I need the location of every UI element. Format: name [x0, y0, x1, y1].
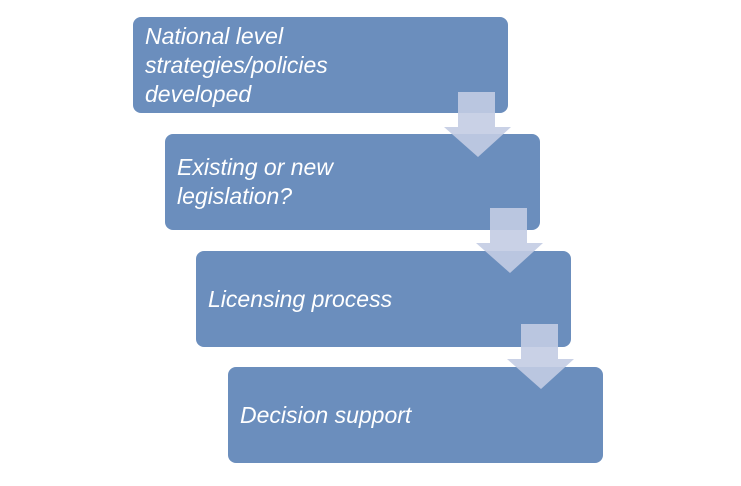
down-arrow-icon — [476, 208, 543, 273]
step-label-1: National level strategies/policies devel… — [145, 22, 328, 107]
step-label-2: Existing or new legislation? — [177, 154, 333, 209]
step-box-2: Existing or new legislation? — [165, 134, 540, 230]
step-box-1: National level strategies/policies devel… — [133, 17, 508, 113]
step-label-3: Licensing process — [208, 285, 393, 312]
down-arrow-icon — [444, 92, 511, 157]
step-label-4: Decision support — [240, 401, 412, 428]
down-arrow-icon — [507, 324, 574, 389]
